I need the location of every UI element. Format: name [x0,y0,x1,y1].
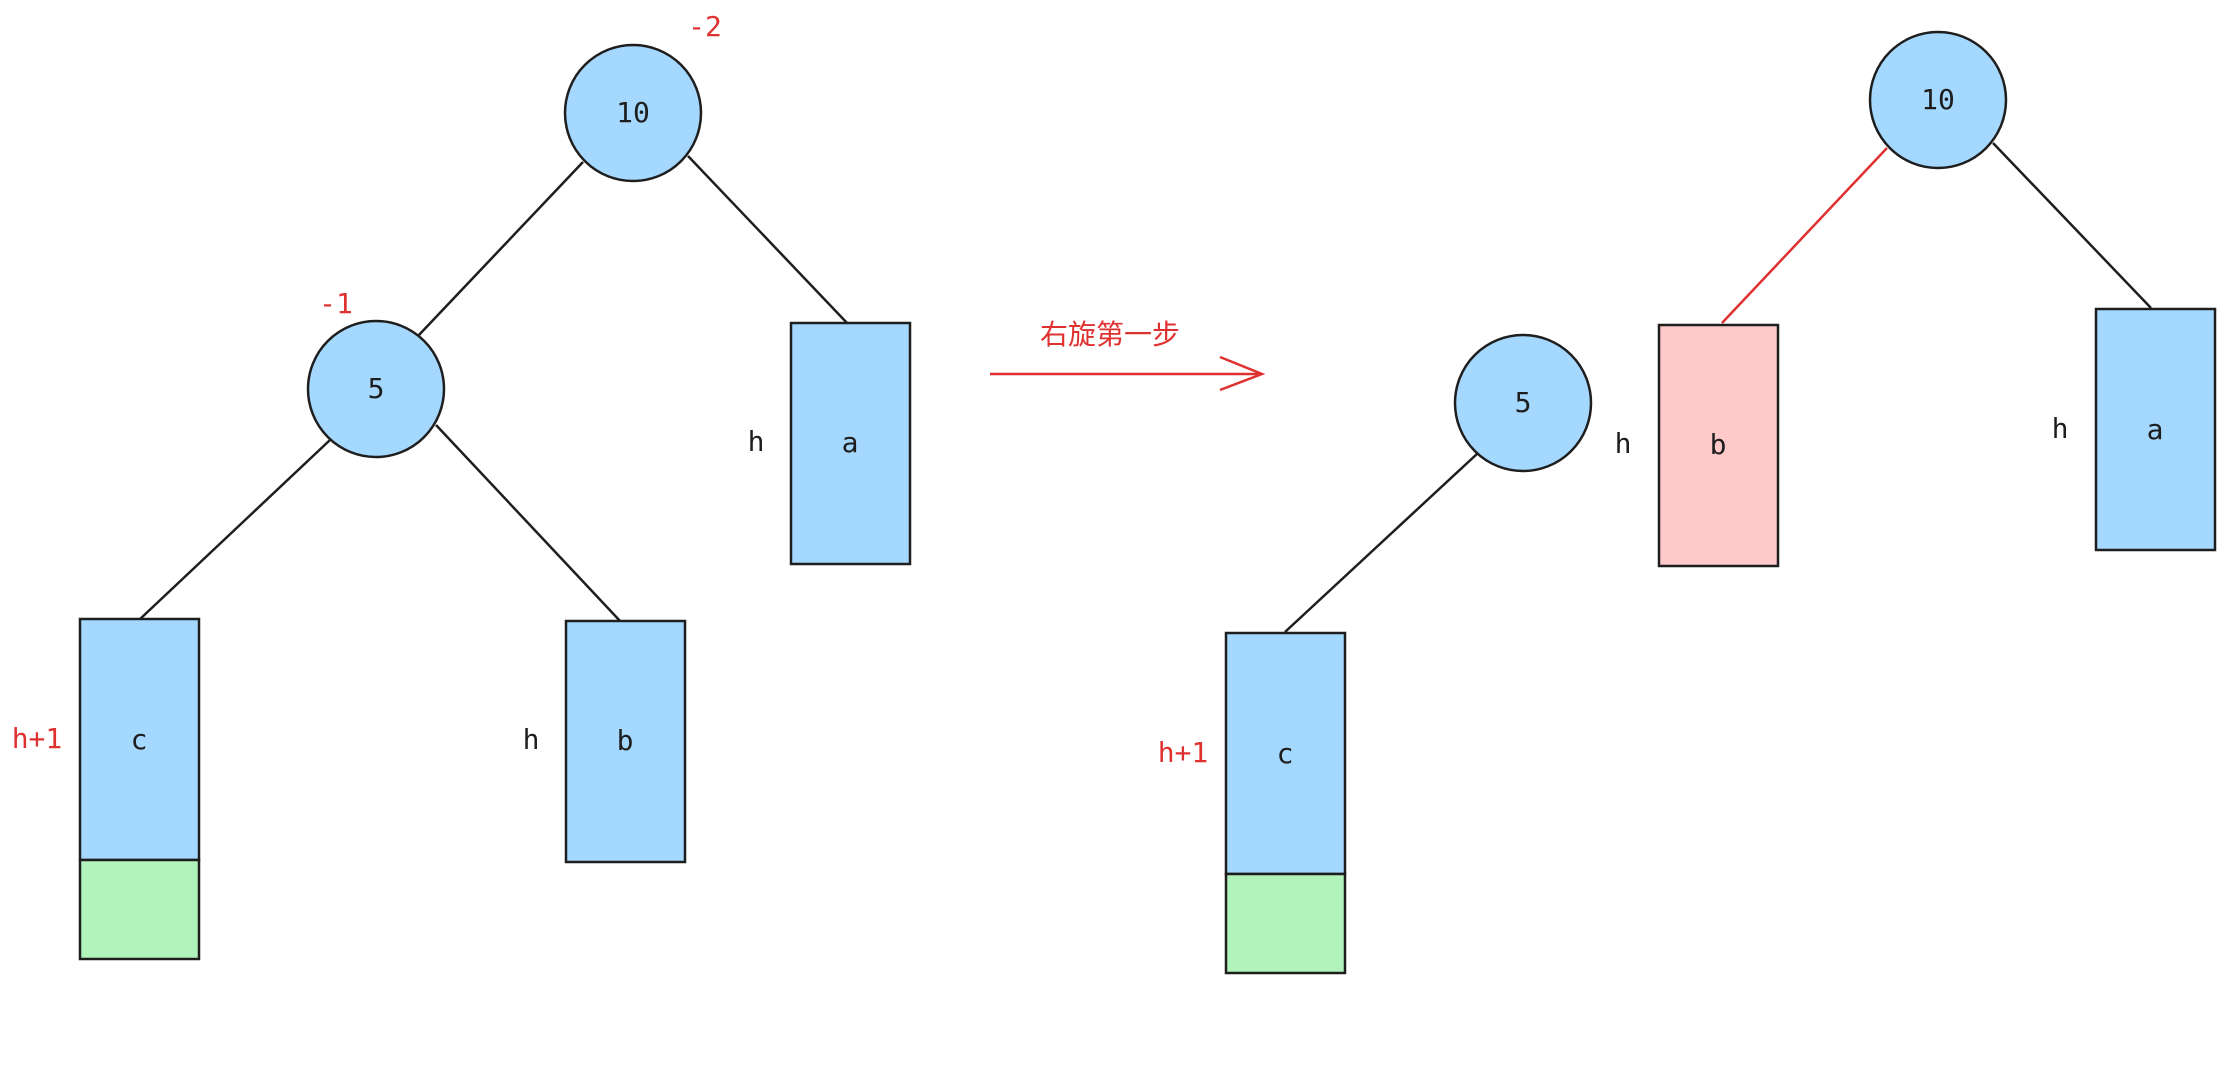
edge-10-to-a [687,155,849,325]
edge-5-to-c-after [1284,452,1479,633]
edge-5-to-b [435,424,622,623]
subtree-b-after-height: h [1615,427,1632,460]
node-5-label: 5 [368,372,385,405]
subtree-b [564,619,687,864]
after-tree: 10 5 b h a h c h+1 [1158,30,2217,975]
subtree-b-moved [1657,323,1780,568]
subtree-c-label: c [131,723,148,756]
transition-caption: 右旋第一步 [1040,318,1180,351]
transition-arrow-head [1219,355,1266,392]
subtree-a-label: a [842,426,859,459]
node-5-after-label: 5 [1515,386,1532,419]
node-5 [306,319,446,459]
subtree-a-after-height: h [2052,412,2069,445]
transition: 右旋第一步 [990,318,1266,392]
subtree-a-height: h [748,425,765,458]
subtree-a-after [2094,307,2217,552]
subtree-a-after-label: a [2147,413,2164,446]
subtree-b-label: b [617,724,634,757]
subtree-c-height: h+1 [12,722,63,755]
subtree-c [78,617,201,862]
subtree-b-after-label: b [1710,428,1727,461]
edge-10-to-b [1721,147,1888,324]
edge-5-to-c [138,439,331,621]
inserted-level-after [1224,872,1347,975]
subtree-c-after-height: h+1 [1158,736,1209,769]
subtree-a [789,321,912,566]
edge-10-to-a-after [1992,142,2152,309]
node-10-label: 10 [616,96,650,129]
edge-10-to-5 [417,161,584,337]
node-10-after [1868,30,2008,170]
node-10 [563,43,703,183]
balance-factor-root: -2 [688,10,722,43]
subtree-b-height: h [523,723,540,756]
subtree-c-after [1224,631,1347,876]
inserted-level [78,858,201,961]
node-10-after-label: 10 [1921,83,1955,116]
node-5-after [1453,333,1593,473]
subtree-c-after-label: c [1277,737,1294,770]
balance-factor-left: -1 [319,287,353,320]
before-tree: 10 -2 5 -1 a h b h c h+1 [12,10,912,961]
